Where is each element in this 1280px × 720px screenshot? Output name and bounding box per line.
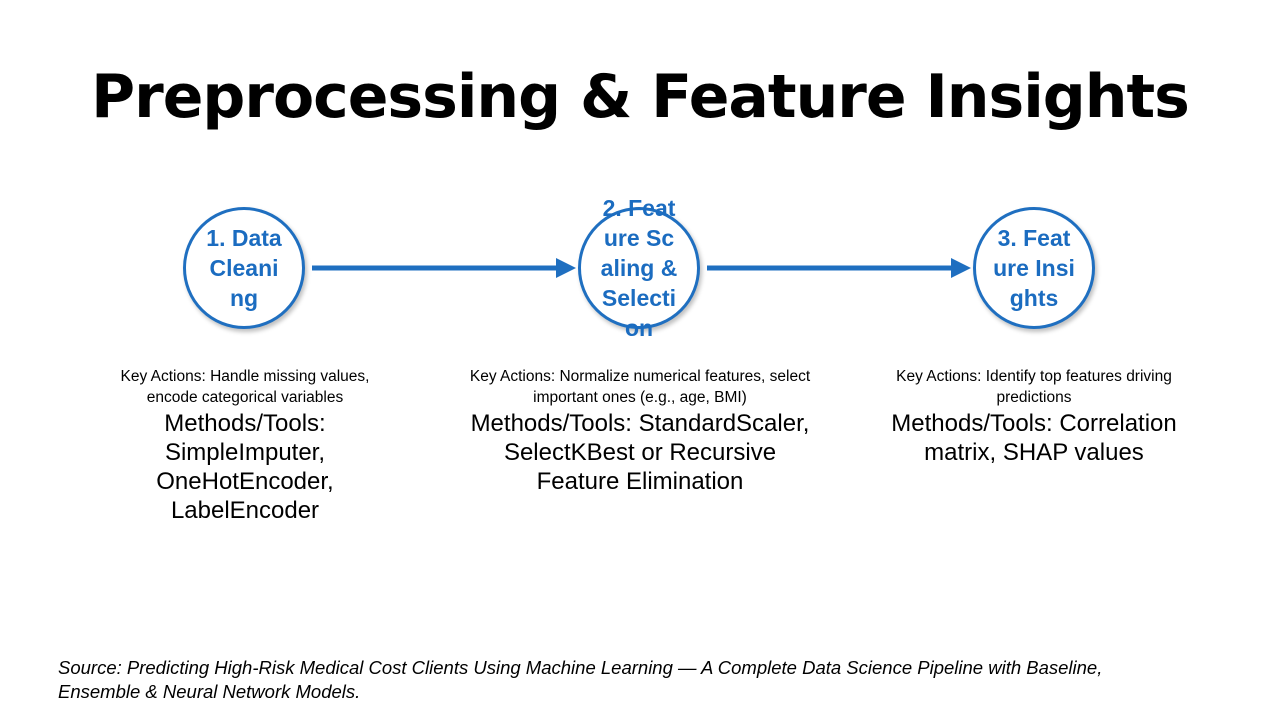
step-3-node: 3. Feature Insights xyxy=(973,207,1095,329)
source-citation: Source: Predicting High-Risk Medical Cos… xyxy=(58,657,1103,702)
slide-title: Preprocessing & Feature Insights xyxy=(91,62,1190,132)
step-1-details: Key Actions: Handle missing values, enco… xyxy=(95,366,395,525)
step-2-methods-tools: Methods/Tools: StandardScaler, SelectKBe… xyxy=(470,410,810,495)
step-1-methods-tools: Methods/Tools: SimpleImputer, OneHotEnco… xyxy=(156,410,334,524)
step-2-node-label: 2. Feature Scaling & Selection xyxy=(600,195,678,341)
step-3-methods-tools: Methods/Tools: Correlation matrix, SHAP … xyxy=(891,410,1177,466)
step-1-node: 1. Data Cleaning xyxy=(183,207,305,329)
step-1-node-label: 1. Data Cleaning xyxy=(206,225,282,311)
step-3-key-actions: Key Actions: Identify top features drivi… xyxy=(896,368,1172,406)
step-1-key-actions: Key Actions: Handle missing values, enco… xyxy=(120,368,370,406)
step-3-details: Key Actions: Identify top features drivi… xyxy=(866,366,1202,467)
step-3-node-label: 3. Feature Insights xyxy=(993,225,1075,311)
step-2-key-actions: Key Actions: Normalize numerical feature… xyxy=(469,368,811,406)
step-2-details: Key Actions: Normalize numerical feature… xyxy=(462,366,818,496)
step-2-node: 2. Feature Scaling & Selection xyxy=(578,195,700,341)
